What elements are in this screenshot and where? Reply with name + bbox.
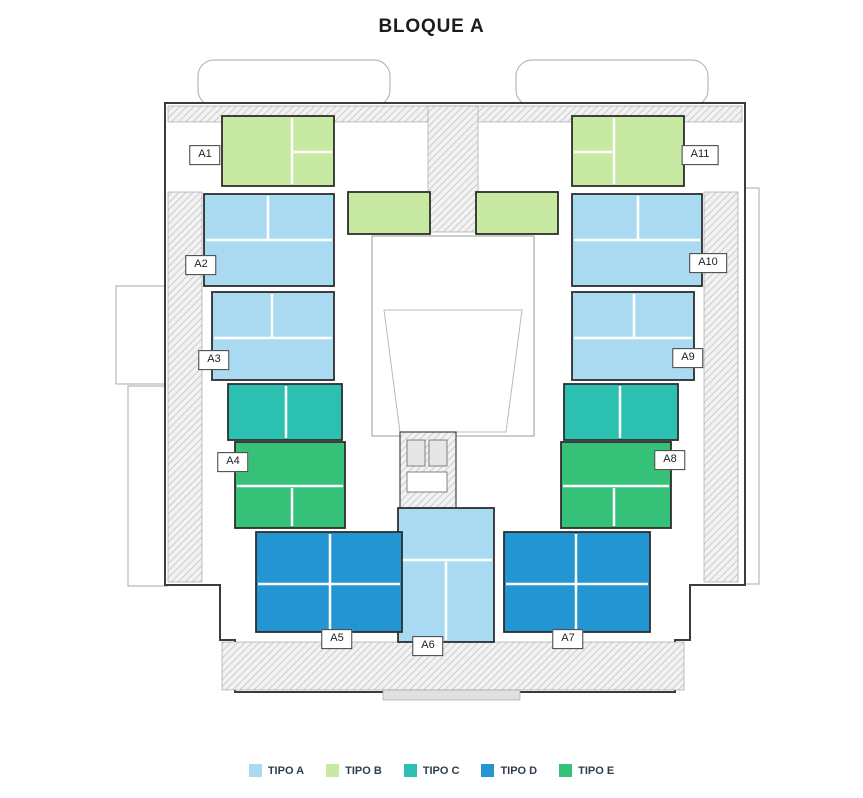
unit-a10-shape <box>571 193 703 287</box>
unit-a8-shape <box>560 441 672 529</box>
unit-a11-shape <box>475 115 685 235</box>
terrace-top-left <box>197 59 391 107</box>
unit-label-a3: A3 <box>198 350 230 370</box>
stair-box <box>406 471 448 493</box>
terrace-left-lower <box>127 385 169 587</box>
unit-a3-shape <box>211 291 335 381</box>
unit-tipo-c-left-shape <box>227 383 343 441</box>
legend-swatch-tipo-a <box>248 764 262 777</box>
unit-a1-ext <box>347 191 431 235</box>
hatch-bottom-band <box>221 641 685 691</box>
legend-label-tipo-d: TIPO D <box>500 764 538 777</box>
outer-terraces <box>115 59 760 587</box>
elevator-shaft <box>406 439 426 467</box>
legend-label-tipo-e: TIPO E <box>578 764 615 777</box>
unit-label-a10: A10 <box>689 253 727 273</box>
legend-label-tipo-a: TIPO A <box>267 764 305 777</box>
terrace-right-strip <box>744 187 760 585</box>
legend-swatch-tipo-d <box>481 764 495 777</box>
unit-label-a9: A9 <box>672 348 704 368</box>
bottom-tab <box>382 689 521 701</box>
unit-label-a6: A6 <box>412 636 444 656</box>
unit-label-a2: A2 <box>185 255 217 275</box>
courtyard-inner-line <box>383 309 523 433</box>
hatch-right-band <box>703 191 739 583</box>
unit-label-a4: A4 <box>217 452 249 472</box>
legend-item-tipo-a: TIPO A <box>248 764 305 777</box>
legend-swatch-tipo-e <box>559 764 573 777</box>
unit-a1-shape <box>221 115 431 235</box>
unit-a2-shape <box>203 193 335 287</box>
unit-label-a7: A7 <box>552 629 584 649</box>
unit-label-a1: A1 <box>189 145 221 165</box>
legend-item-tipo-b: TIPO B <box>326 764 382 777</box>
legend-item-tipo-c: TIPO C <box>403 764 460 777</box>
terrace-top-right <box>515 59 709 107</box>
courtyard-outline <box>371 235 535 437</box>
unit-a6-shape <box>397 507 495 643</box>
legend-swatch-tipo-c <box>403 764 417 777</box>
terrace-left-upper <box>115 285 167 385</box>
legend-label-tipo-b: TIPO B <box>345 764 382 777</box>
courtyard <box>371 235 535 437</box>
unit-a5-shape <box>255 531 403 633</box>
unit-tipo-c-right-shape <box>563 383 679 441</box>
hatch-left-band <box>167 191 203 583</box>
legend-item-tipo-d: TIPO D <box>481 764 537 777</box>
hatch-top-core <box>427 105 479 233</box>
legend-swatch-tipo-b <box>326 764 340 777</box>
unit-label-a11: A11 <box>681 145 719 165</box>
unit-label-a8: A8 <box>654 450 686 470</box>
unit-a4-shape <box>234 441 346 529</box>
unit-a7-shape <box>503 531 651 633</box>
page-title: BLOQUE A <box>378 16 485 37</box>
elevator-core <box>399 431 457 519</box>
unit-a11-ext <box>475 191 559 235</box>
legend-label-tipo-c: TIPO C <box>422 764 460 777</box>
legend-item-tipo-e: TIPO E <box>559 764 614 777</box>
legend: TIPO A TIPO B TIPO C TIPO D TIPO E <box>0 764 863 777</box>
elevator-shaft <box>428 439 448 467</box>
unit-label-a5: A5 <box>321 629 353 649</box>
